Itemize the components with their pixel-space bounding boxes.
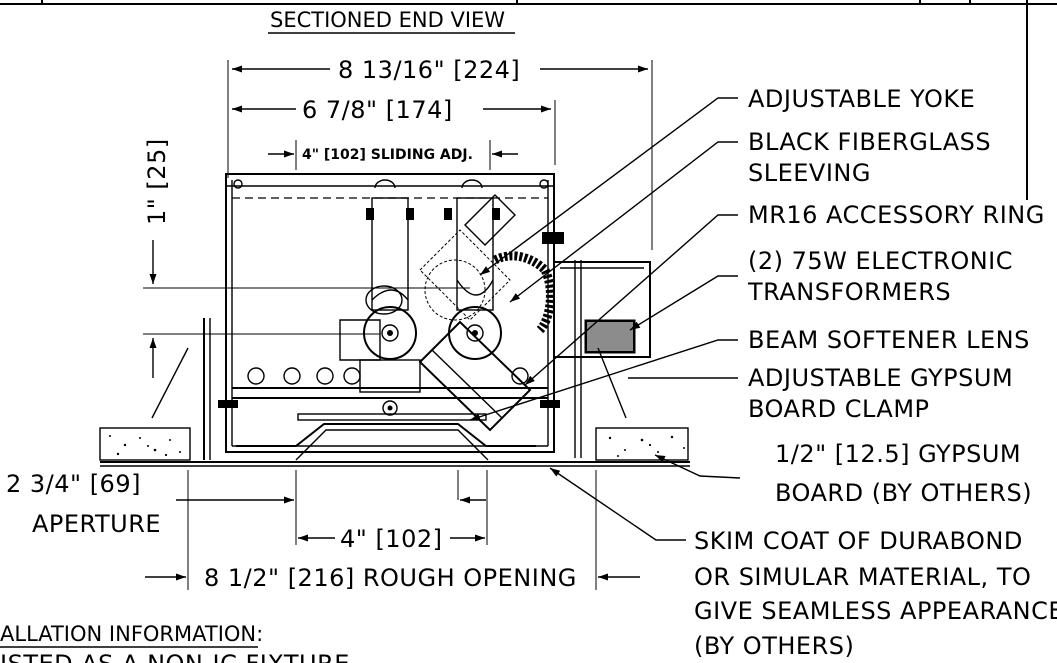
housing-width-label: 6 7/8" [174]: [302, 96, 453, 124]
fiberglass-callout-2: SLEEVING: [748, 159, 871, 187]
clamp-callout-2: BOARD CLAMP: [748, 395, 930, 423]
skim-coat-callout-4: (BY OTHERS): [694, 632, 854, 660]
callout-leaders: [469, 97, 741, 541]
sliding-adj-dimension: 4" [102] SLIDING ADJ.: [268, 140, 518, 170]
aperture-label-2: APERTURE: [32, 510, 161, 538]
transformers-callout-2: TRANSFORMERS: [747, 278, 951, 306]
skim-coat-callout-3: GIVE SEAMLESS APPEARANCE: [694, 597, 1057, 625]
view-title: SECTIONED END VIEW: [270, 8, 505, 32]
fiberglass-callout-1: BLACK FIBERGLASS: [748, 128, 991, 156]
gypsum-board: [99, 427, 690, 467]
overall-width-dimension: 8 13/16" [224]: [227, 56, 653, 250]
adjustable-yoke-callout: ADJUSTABLE YOKE: [748, 85, 975, 113]
housing-width-dimension: 6 7/8" [174]: [232, 96, 556, 165]
vertical-adj-dimension: 1" [25]: [143, 138, 470, 378]
rough-opening-label: 8 1/2" [216] ROUGH OPENING: [204, 564, 577, 592]
aperture-dimension: 2 3/4" [69] APERTURE: [6, 470, 486, 545]
installation-line-1: ISTED AS A NON-IC FIXTURE: [0, 650, 350, 663]
lens-callout: BEAM SOFTENER LENS: [748, 326, 1030, 354]
clamp-callout-1: ADJUSTABLE GYPSUM: [748, 364, 1013, 392]
skim-coat-callout-1: SKIM COAT OF DURABOND: [694, 527, 1023, 555]
aperture-label-1: 2 3/4" [69]: [6, 470, 141, 498]
accessory-ring-callout: MR16 ACCESSORY RING: [748, 201, 1045, 229]
overall-width-label: 8 13/16" [224]: [338, 56, 520, 84]
center-width-label: 4" [102]: [340, 525, 442, 553]
gypsum-callout-1: 1/2" [12.5] GYPSUM: [775, 440, 1021, 468]
center-width-dimension: 4" [102]: [298, 470, 488, 553]
transformers-callout-1: (2) 75W ELECTRONIC: [748, 247, 1013, 275]
skim-coat-callout-2: OR SIMULAR MATERIAL, TO: [694, 563, 1031, 591]
title-block-lines: [0, 0, 1057, 200]
installation-heading: ALLATION INFORMATION:: [0, 622, 263, 646]
gypsum-callout-2: BOARD (BY OTHERS): [775, 479, 1032, 507]
vertical-adj-label: 1" [25]: [143, 138, 171, 225]
sliding-adj-label: 4" [102] SLIDING ADJ.: [302, 147, 473, 163]
fixture-section: [151, 173, 651, 461]
rough-opening-dimension: 8 1/2" [216] ROUGH OPENING: [145, 470, 640, 592]
